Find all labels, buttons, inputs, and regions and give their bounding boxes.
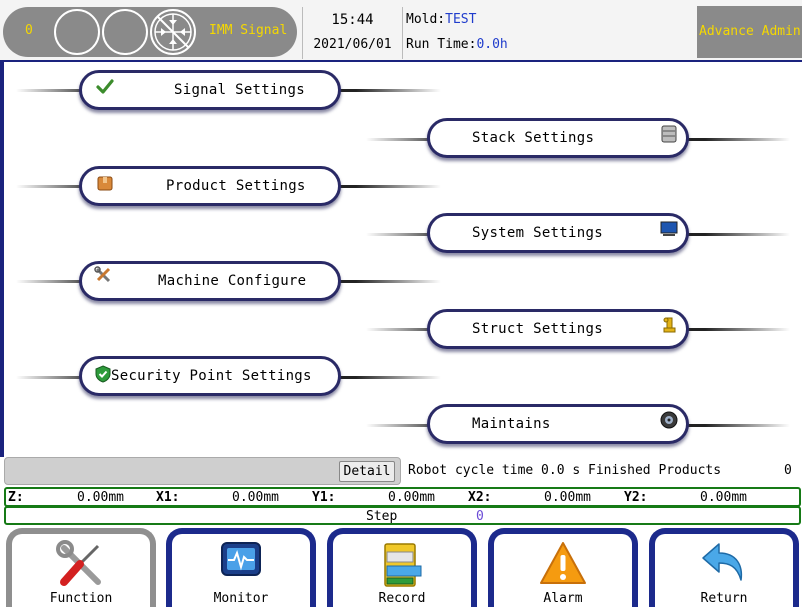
signal-settings-button[interactable]: Signal Settings: [79, 70, 341, 110]
maintains-label: Maintains: [472, 416, 551, 432]
nav-record-button[interactable]: Record: [327, 528, 477, 607]
machine-configure-button[interactable]: Machine Configure: [79, 261, 341, 301]
monitor-icon: [221, 542, 261, 576]
status-header: 0 IMM Signal 15:44 2021/06/01 Mold:TEST …: [0, 0, 802, 62]
monitor-icon: [660, 221, 678, 236]
stack-settings-button[interactable]: Stack Settings: [427, 118, 689, 158]
axis-y2-label: Y2:: [624, 490, 648, 505]
left-rail: [0, 62, 4, 457]
nav-return-label: Return: [700, 591, 748, 606]
maintains-button[interactable]: Maintains: [427, 404, 689, 444]
disc-icon: [660, 411, 678, 429]
signal-indicator-1: [54, 9, 100, 55]
finished-products-count: 0: [784, 463, 792, 478]
system-settings-label: System Settings: [472, 225, 603, 241]
axis-x1-value: 0.00mm: [232, 490, 279, 505]
shield-check-icon: [95, 365, 111, 383]
nav-function-button[interactable]: Function: [6, 528, 156, 607]
axis-z-label: Z:: [8, 490, 24, 505]
nav-return-button[interactable]: Return: [649, 528, 799, 607]
return-arrow-icon: [702, 543, 743, 581]
runtime-info: Run Time:0.0h: [406, 37, 508, 52]
nav-record-label: Record: [378, 591, 426, 606]
nav-alarm-button[interactable]: Alarm: [488, 528, 638, 607]
axis-y2-value: 0.00mm: [700, 490, 747, 505]
axis-z-value: 0.00mm: [77, 490, 124, 505]
robot-arm-icon: [663, 317, 676, 333]
system-settings-button[interactable]: System Settings: [427, 213, 689, 253]
mold-value: TEST: [445, 12, 477, 27]
step-bar: Step 0: [4, 506, 801, 525]
axis-y1-label: Y1:: [312, 490, 336, 505]
runtime-label: Run Time:: [406, 37, 477, 52]
nav-monitor-label: Monitor: [213, 591, 269, 606]
cycle-progress-bar: Detail: [4, 457, 401, 485]
axis-y1-value: 0.00mm: [388, 490, 435, 505]
imm-signal-panel[interactable]: 0 IMM Signal: [3, 7, 297, 57]
signal-count: 0: [25, 23, 33, 38]
clock-date: 2021/06/01: [313, 37, 392, 52]
clock-time: 15:44: [331, 12, 374, 28]
clock: 15:44 2021/06/01: [302, 7, 403, 59]
step-value: 0: [476, 509, 484, 524]
axis-x1-label: X1:: [156, 490, 180, 505]
mold-info: Mold:TEST: [406, 12, 476, 27]
axis-x2-value: 0.00mm: [544, 490, 591, 505]
detail-button[interactable]: Detail: [339, 461, 395, 482]
security-point-settings-label: Security Point Settings: [111, 368, 312, 384]
user-level-button[interactable]: Advance Admin: [697, 6, 802, 58]
nav-monitor-button[interactable]: Monitor: [166, 528, 316, 607]
struct-settings-label: Struct Settings: [472, 321, 603, 337]
signal-settings-label: Signal Settings: [174, 82, 305, 98]
crosshair-signal-icon: [150, 9, 196, 55]
bottom-navigation: Function Monitor Record Alarm Return: [0, 526, 802, 607]
product-settings-button[interactable]: Product Settings: [79, 166, 341, 206]
tools-icon: [94, 266, 111, 283]
user-level-label: Advance Admin: [699, 24, 801, 39]
signal-indicator-2: [102, 9, 148, 55]
nav-function-label: Function: [49, 591, 113, 606]
axis-x2-label: X2:: [468, 490, 492, 505]
warning-triangle-icon: [540, 542, 586, 584]
machine-configure-label: Machine Configure: [158, 273, 307, 289]
checkmark-icon: [96, 79, 114, 94]
step-label: Step: [366, 509, 398, 524]
database-stack-icon: [661, 125, 677, 143]
axis-position-bar: Z: 0.00mm X1: 0.00mm Y1: 0.00mm X2: 0.00…: [4, 487, 801, 507]
file-cabinet-icon: [384, 543, 422, 587]
runtime-value: 0.0h: [476, 37, 508, 52]
stack-settings-label: Stack Settings: [472, 130, 595, 146]
wrench-screwdriver-icon: [56, 540, 101, 586]
struct-settings-button[interactable]: Struct Settings: [427, 309, 689, 349]
mold-label: Mold:: [406, 12, 446, 27]
nav-alarm-label: Alarm: [543, 591, 583, 606]
product-settings-label: Product Settings: [166, 178, 306, 194]
product-box-icon: [97, 176, 113, 191]
cycle-time-text: Robot cycle time 0.0 s Finished Products: [408, 463, 722, 478]
security-point-settings-button[interactable]: Security Point Settings: [79, 356, 341, 396]
imm-signal-label: IMM Signal: [209, 23, 288, 38]
